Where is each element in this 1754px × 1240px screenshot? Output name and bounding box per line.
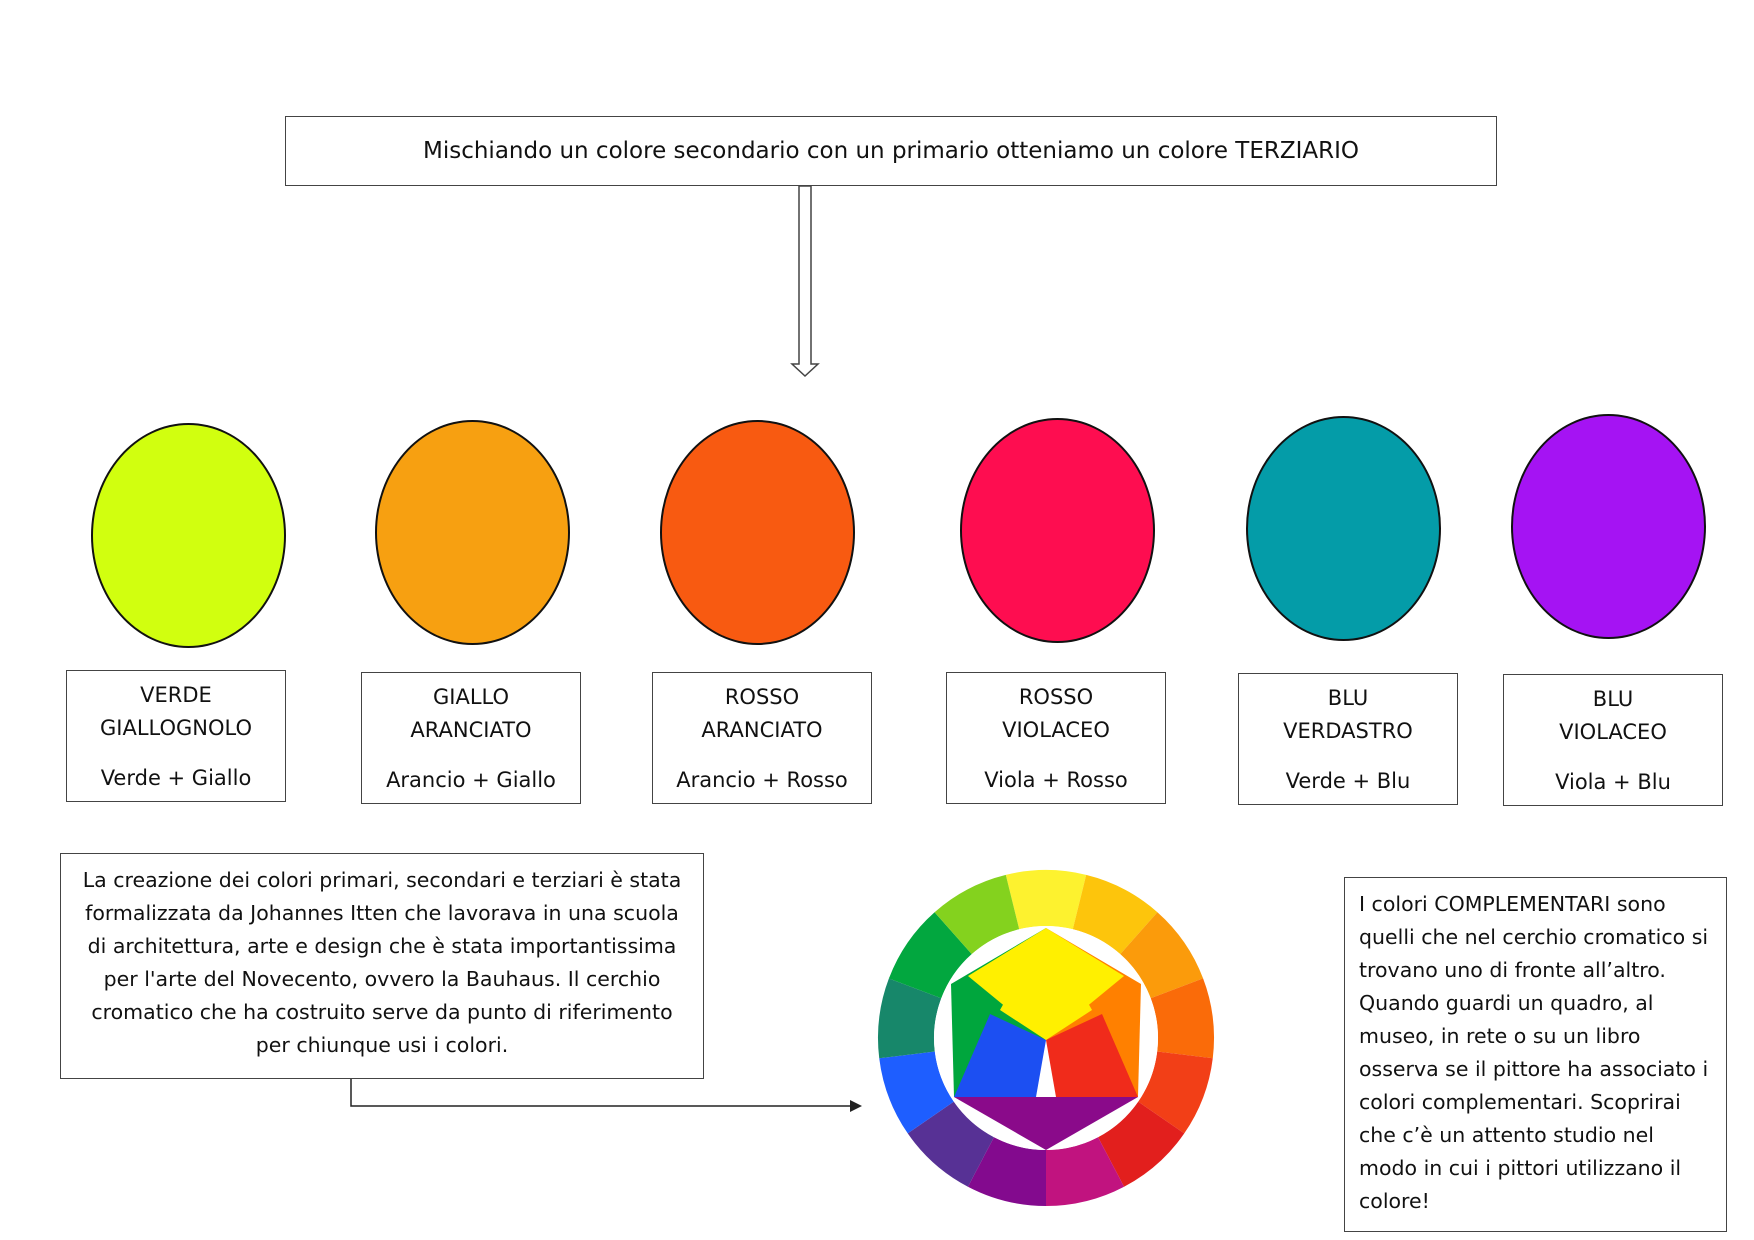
complementary-text: I colori COMPLEMENTARI sono quelli che n… bbox=[1359, 892, 1709, 1213]
color-combo: Viola + Rosso bbox=[984, 768, 1128, 792]
color-name-line2: VIOLACEO bbox=[1559, 720, 1667, 744]
color-name-line1: ROSSO bbox=[1018, 685, 1094, 709]
color-circle bbox=[960, 418, 1155, 643]
color-circle bbox=[660, 420, 855, 645]
wheel-segment bbox=[1072, 874, 1158, 955]
wheel-segment bbox=[1098, 1101, 1185, 1187]
wheel-segment bbox=[1120, 912, 1204, 999]
color-name-line1: BLU bbox=[1327, 686, 1369, 710]
wheel-segment bbox=[1005, 870, 1087, 930]
wheel-segment bbox=[907, 1101, 994, 1187]
color-name-line2: ARANCIATO bbox=[701, 718, 823, 742]
color-combo: Verde + Giallo bbox=[100, 766, 252, 790]
wheel-segment bbox=[879, 1051, 954, 1134]
color-name-line2: VERDASTRO bbox=[1283, 719, 1413, 743]
color-name-line1: GIALLO bbox=[432, 685, 509, 709]
wheel-inner-blue bbox=[954, 1014, 1046, 1097]
color-combo: Viola + Blu bbox=[1555, 770, 1671, 794]
color-label-box: ROSSO ARANCIATO Arancio + Rosso bbox=[652, 672, 872, 804]
connector-arrow bbox=[350, 1079, 862, 1112]
color-name-line2: VIOLACEO bbox=[1002, 718, 1110, 742]
color-label-box: VERDE GIALLOGNOLO Verde + Giallo bbox=[66, 670, 286, 802]
title-text: Mischiando un colore secondario con un p… bbox=[422, 138, 1359, 164]
title-box: Mischiando un colore secondario con un p… bbox=[285, 116, 1497, 186]
wheel-segment bbox=[967, 1137, 1046, 1206]
wheel-inner-violet bbox=[954, 1097, 1138, 1150]
color-name-line1: VERDE bbox=[140, 683, 212, 707]
color-combo: Verde + Blu bbox=[1285, 769, 1411, 793]
color-name-line2: GIALLOGNOLO bbox=[99, 716, 252, 740]
wheel-segment bbox=[878, 978, 942, 1059]
color-name-line2: ARANCIATO bbox=[410, 718, 532, 742]
itten-description-box: La creazione dei colori primari, seconda… bbox=[60, 853, 704, 1079]
color-circle bbox=[375, 420, 570, 645]
down-arrow-icon bbox=[790, 185, 820, 378]
wheel-segment bbox=[888, 912, 972, 999]
wheel-segment bbox=[934, 874, 1020, 955]
wheel-segment bbox=[1150, 978, 1214, 1059]
wheel-segment bbox=[1138, 1051, 1213, 1134]
color-name-line1: BLU bbox=[1592, 687, 1634, 711]
color-circle bbox=[91, 423, 286, 648]
color-name-line1: ROSSO bbox=[724, 685, 800, 709]
wheel-inner-red bbox=[1046, 1014, 1138, 1097]
wheel-segment bbox=[1046, 1137, 1125, 1206]
wheel-inner-yellow-core bbox=[1000, 928, 1092, 1040]
complementary-description-box: I colori COMPLEMENTARI sono quelli che n… bbox=[1344, 877, 1727, 1232]
color-label-box: BLU VERDASTRO Verde + Blu bbox=[1238, 673, 1458, 805]
color-label-box: ROSSO VIOLACEO Viola + Rosso bbox=[946, 672, 1166, 804]
color-circle bbox=[1246, 416, 1441, 641]
color-combo: Arancio + Rosso bbox=[676, 768, 848, 792]
itten-text: La creazione dei colori primari, seconda… bbox=[82, 868, 682, 1057]
color-label-box: BLU VIOLACEO Viola + Blu bbox=[1503, 674, 1723, 806]
color-circle bbox=[1511, 414, 1706, 639]
color-label-box: GIALLO ARANCIATO Arancio + Giallo bbox=[361, 672, 581, 804]
color-combo: Arancio + Giallo bbox=[386, 768, 556, 792]
itten-color-wheel bbox=[878, 870, 1214, 1206]
